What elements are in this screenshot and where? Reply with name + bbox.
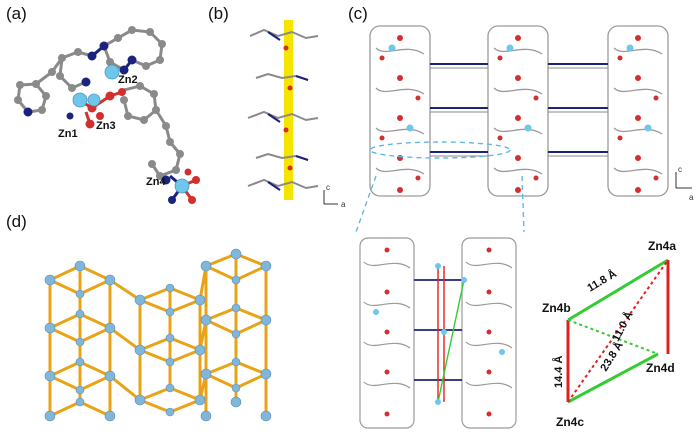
- helix-rod: [284, 20, 293, 200]
- panel-d-net: [44, 248, 272, 422]
- atom-label-zn2: Zn2: [118, 74, 138, 86]
- panel-c-zoom: [359, 237, 517, 429]
- axis-label-c-a: a: [689, 193, 694, 202]
- axis-label-c-c: c: [678, 165, 682, 174]
- node-label-zn4d: Zn4d: [646, 361, 675, 375]
- distance-label-ab: 11.8 Å: [585, 267, 619, 295]
- panel-a-structure: [14, 26, 200, 204]
- panel-label-c: (c): [348, 4, 368, 23]
- atom-label-zn4: Zn4: [146, 176, 166, 188]
- axis-label-b-c: c: [326, 183, 330, 192]
- panel-label-b: (b): [208, 4, 229, 23]
- distance-label-ac: 23.8 Å: [598, 339, 626, 373]
- distance-label-bd: 11.0 Å: [609, 309, 635, 343]
- axis-label-b-a: a: [341, 200, 346, 209]
- edge-4c-4d: [567, 352, 659, 404]
- panel-c-geometry: Zn4a Zn4b Zn4c Zn4d 11.8 Å 11.0 Å 14.4 Å…: [542, 239, 676, 429]
- node-label-zn4b: Zn4b: [542, 301, 571, 315]
- node-label-zn4c: Zn4c: [556, 415, 584, 429]
- node-label-zn4a: Zn4a: [648, 239, 676, 253]
- edge-4c-4a: [567, 259, 669, 403]
- atom-label-zn3: Zn3: [96, 120, 116, 132]
- panel-c-framework: c a: [369, 25, 694, 202]
- edge-4b-4a: [567, 258, 669, 322]
- panel-b-chain: c a: [247, 20, 346, 209]
- panel-label-d: (d): [6, 212, 27, 231]
- distance-label-bc: 14.4 Å: [552, 356, 565, 388]
- atom-label-zn1: Zn1: [58, 128, 78, 140]
- panel-label-a: (a): [6, 4, 27, 23]
